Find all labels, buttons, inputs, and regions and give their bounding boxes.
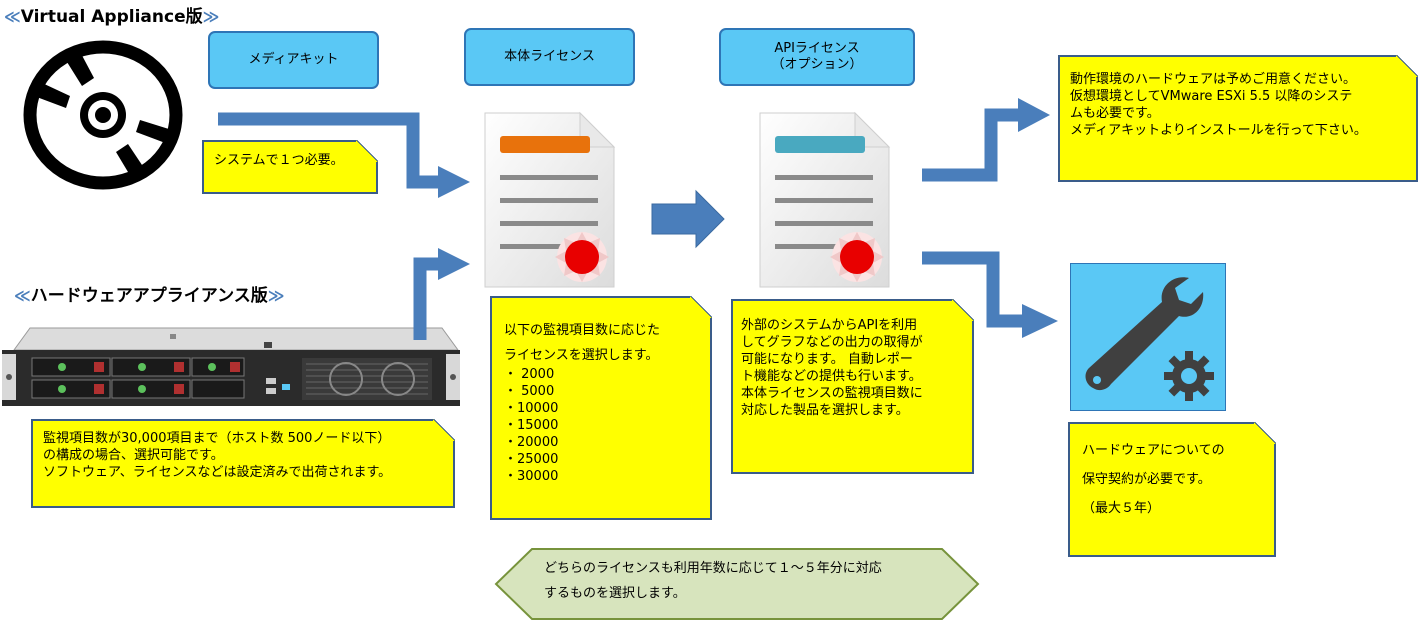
environment-note-line: 動作環境のハードウェアは予めご用意ください。 xyxy=(1070,72,1357,87)
double-chevron-right-icon: ≫ xyxy=(202,7,220,26)
note-fold xyxy=(952,299,974,321)
api-license-label: APIライセンス （オプション） xyxy=(719,28,915,86)
api-note-line: してグラフなどの出力の取得が xyxy=(741,335,923,350)
media-kit-text: メディアキット xyxy=(248,52,339,67)
system-note-text: システムで１つ必要。 xyxy=(214,153,344,168)
environment-note-line: 仮想環境としてVMware ESXi 5.5 以降のシステ xyxy=(1070,89,1353,104)
note-fold xyxy=(433,419,455,441)
license-select-line: ライセンスを選択します。 xyxy=(504,348,659,363)
bottom-note-line: するものを選択します。 xyxy=(544,586,686,601)
license-tier-item: ・ 5000 xyxy=(504,384,555,399)
virtual-appliance-heading: ≪Virtual Appliance版≫ xyxy=(4,2,219,27)
license-tier-item: ・15000 xyxy=(504,418,559,433)
license-tier-item: ・ 2000 xyxy=(504,367,555,382)
double-chevron-left-icon: ≪ xyxy=(14,286,31,305)
media-to-license-arrow xyxy=(218,112,440,189)
license-tier-item: ・30000 xyxy=(504,469,559,484)
cd-disc-icon xyxy=(23,40,183,190)
api-note-line: 外部のシステムからAPIを利用 xyxy=(741,318,918,333)
monitoring-note: 監視項目数が30,000項目まで（ホスト数 500ノード以下） の構成の場合、選… xyxy=(31,419,455,508)
maintenance-note-line: ハードウェアについての xyxy=(1082,443,1225,458)
license-tier-item: ・20000 xyxy=(504,435,559,450)
environment-note: 動作環境のハードウェアは予めご用意ください。 仮想環境としてVMware ESX… xyxy=(1058,55,1418,182)
double-chevron-right-icon: ≫ xyxy=(267,286,285,305)
environment-note-line: ムも必要です。 xyxy=(1070,106,1160,121)
license-select-line: 以下の監視項目数に応じた xyxy=(504,323,661,338)
api-to-env-arrow xyxy=(922,108,1020,182)
maintenance-note-line: 保守契約が必要です。 xyxy=(1082,472,1211,487)
license-select-note: 以下の監視項目数に応じた ライセンスを選択します。 ・ 2000 ・ 5000 … xyxy=(490,296,712,520)
api-license-text: APIライセンス xyxy=(774,41,860,56)
license-to-api-arrow xyxy=(651,189,725,249)
bottom-note-line: どちらのライセンスも利用年数に応じて１～５年分に対応 xyxy=(544,561,882,576)
api-to-tools-arrow xyxy=(922,251,1024,328)
license-tier-item: ・25000 xyxy=(504,452,559,467)
environment-note-line: メディアキットよりインストールを行って下さい。 xyxy=(1070,123,1367,138)
maintenance-tools-tile xyxy=(1070,263,1226,411)
rack-server-icon xyxy=(2,327,460,406)
bottom-note: どちらのライセンスも利用年数に応じて１～５年分に対応 するものを選択します。 xyxy=(544,556,964,606)
api-note-line: 対応した製品を選択します。 xyxy=(741,403,909,418)
api-note: 外部のシステムからAPIを利用 してグラフなどの出力の取得が 可能になります。 … xyxy=(731,299,974,474)
api-license-option-text: （オプション） xyxy=(771,57,863,72)
main-license-text: 本体ライセンス xyxy=(504,49,595,64)
virtual-appliance-title: Virtual Appliance版 xyxy=(20,7,203,27)
bottom-note-shape xyxy=(494,548,980,620)
system-note: システムで１つ必要。 xyxy=(202,140,378,194)
api-note-line: 本体ライセンスの監視項目数に xyxy=(741,386,923,401)
main-license-label: 本体ライセンス xyxy=(464,28,635,86)
api-license-document-icon xyxy=(759,111,891,288)
monitoring-note-line: の構成の場合、選択可能です。 xyxy=(43,448,224,463)
api-note-line: 可能になります。 自動レポー xyxy=(741,352,913,367)
api-note-line: ト機能などの提供も行います。 xyxy=(741,369,922,384)
note-fold xyxy=(690,296,712,318)
maintenance-note-line: （最大５年） xyxy=(1082,501,1161,516)
double-chevron-left-icon: ≪ xyxy=(4,7,21,26)
hardware-appliance-title: ハードウェアアプライアンス版 xyxy=(30,286,268,306)
license-tier-item: ・10000 xyxy=(504,401,559,416)
main-license-document-icon xyxy=(484,111,616,288)
note-fold xyxy=(1396,55,1418,77)
monitoring-note-line: ソフトウェア、ライセンスなどは設定済みで出荷されます。 xyxy=(43,465,392,480)
note-fold xyxy=(1254,422,1276,444)
monitoring-note-line: 監視項目数が30,000項目まで（ホスト数 500ノード以下） xyxy=(43,431,391,446)
media-kit-label: メディアキット xyxy=(208,31,379,89)
server-to-license-arrow xyxy=(413,257,440,340)
maintenance-note: ハードウェアについての 保守契約が必要です。 （最大５年） xyxy=(1068,422,1276,557)
hardware-appliance-heading: ≪ハードウェアアプライアンス版≫ xyxy=(14,281,284,306)
note-fold xyxy=(356,140,378,162)
wrench-gear-icon xyxy=(1085,277,1214,401)
